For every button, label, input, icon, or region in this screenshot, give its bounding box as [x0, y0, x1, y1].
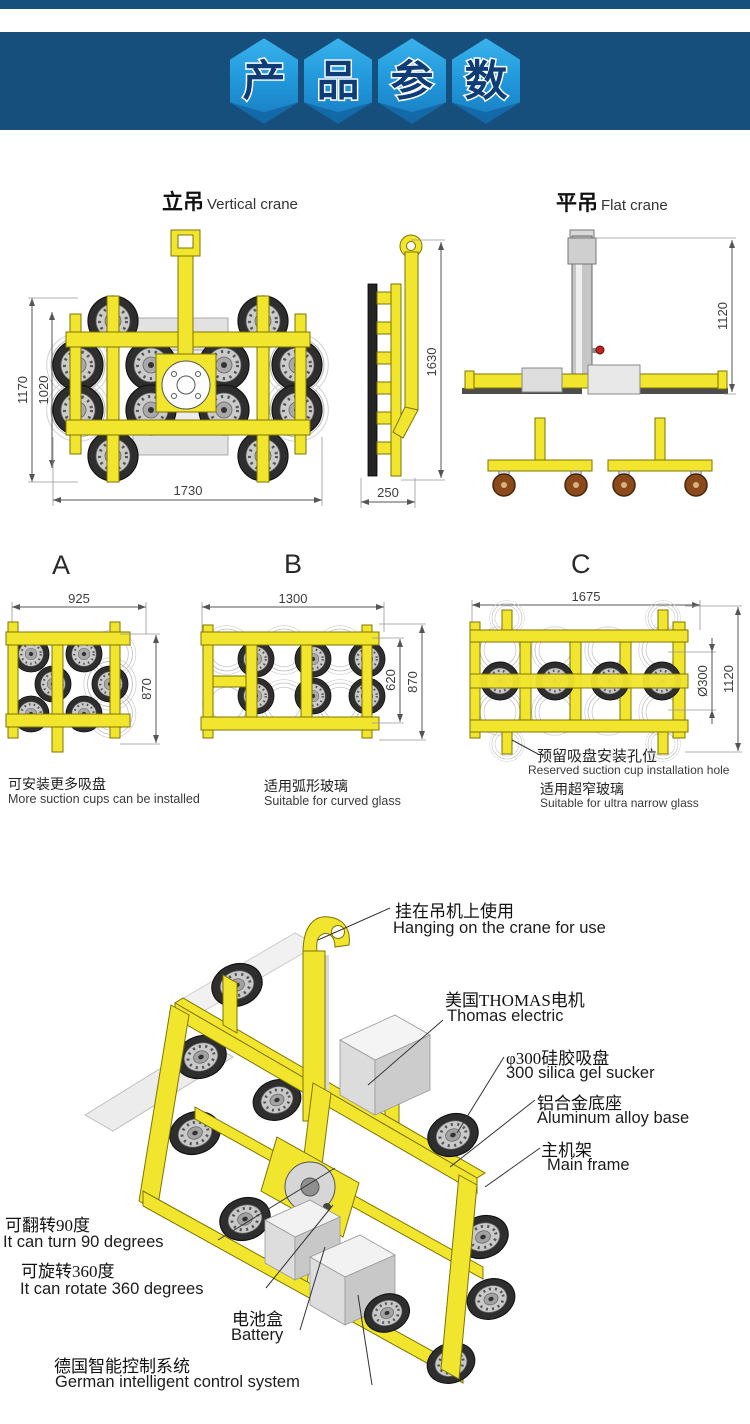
- dim-flat-height: 1120: [596, 237, 736, 395]
- dim-label-925: 925: [68, 591, 90, 606]
- dim-label-1020: 1020: [36, 376, 51, 405]
- badge-char: 品: [317, 58, 360, 106]
- variant-c-letter: C: [571, 549, 592, 579]
- badge-char: 产: [243, 58, 286, 106]
- battery-box: [264, 1199, 341, 1281]
- callout-hanging-en: Hanging on the crane for use: [393, 919, 606, 937]
- callout-mainframe-en: Main frame: [547, 1156, 630, 1174]
- dim-c-width: 1675: [471, 589, 701, 630]
- dim-label-1630: 1630: [424, 348, 439, 377]
- hexagon-badge: 参: [377, 38, 447, 124]
- yellow-frame: [5, 621, 131, 753]
- callout-sucker-en: 300 silica gel sucker: [506, 1064, 655, 1082]
- callout-control-en: German intelligent control system: [55, 1373, 300, 1391]
- mid-rail: [469, 673, 689, 689]
- hexagon-badge: 数: [451, 38, 521, 124]
- top-strip: [0, 0, 750, 9]
- flat-crane-title-en: Flat crane: [601, 197, 668, 214]
- hexagon-badge: 品: [303, 38, 373, 124]
- callout-leader-lines: [217, 907, 541, 1386]
- callout-motor-zh: 美国THOMAS电机: [445, 991, 585, 1010]
- dim-c-height: 1120: [685, 605, 742, 753]
- motor-box: [339, 1014, 431, 1116]
- callout-motor-en: Thomas electric: [447, 1007, 564, 1025]
- variant-a-caption-zh: 可安装更多吸盘: [8, 778, 106, 793]
- dim-side-height: 1630: [401, 239, 445, 481]
- flat-crane-drawing: 1120: [462, 229, 736, 497]
- dim-outer-height: 1170: [15, 297, 78, 483]
- dim-b-width: 1300: [201, 591, 385, 632]
- trolley-stand: [487, 417, 593, 497]
- dim-label-250: 250: [377, 485, 399, 500]
- dim-b-inner-height: 620: [372, 637, 404, 724]
- vertical-crane-side-view-drawing: 1630 250: [360, 234, 445, 508]
- variant-a-drawing: 925 870: [5, 591, 160, 753]
- dim-width: 1730: [52, 437, 323, 506]
- dim-inner-height: 1020: [36, 312, 55, 468]
- dim-label-620: 620: [383, 669, 398, 691]
- right-post: [440, 1174, 478, 1380]
- variant-b-letter: B: [284, 549, 304, 579]
- variant-b-caption-zh: 适用弧形玻璃: [264, 780, 348, 795]
- dim-label-870b: 870: [405, 671, 420, 693]
- dim-label-870: 870: [139, 678, 154, 700]
- flat-crane-title-zh: 平吊: [556, 191, 598, 215]
- callout-rotate360-zh: 可旋转360度: [21, 1262, 115, 1281]
- dim-label-1300: 1300: [279, 591, 308, 606]
- vertical-crane-front-view-drawing: 1170 1020 1730: [15, 229, 329, 506]
- dim-b-height: 870: [379, 623, 426, 741]
- variant-a-caption-en: More suction cups can be installed: [8, 792, 200, 806]
- callout-base-zh: 铝合金底座: [537, 1094, 622, 1113]
- dim-label-1675: 1675: [572, 589, 601, 604]
- callout-sucker-zh: φ300硅胶吸盘: [506, 1049, 610, 1068]
- variant-b-caption-en: Suitable for curved glass: [264, 794, 401, 808]
- product-parameters-banner: 产 品 参 数: [0, 32, 750, 130]
- side-suction-mounts: [376, 283, 402, 477]
- yellow-frame: [200, 624, 380, 739]
- dim-label-1730: 1730: [174, 483, 203, 498]
- trolley-stand: [607, 417, 713, 497]
- hook-arm: [302, 916, 350, 1122]
- vertical-crane-title-zh: 立吊: [162, 190, 204, 214]
- flat-crane-mast: [567, 229, 605, 377]
- dim-label-1120c: 1120: [721, 665, 736, 693]
- variant-c-caption-zh: 适用超窄玻璃: [540, 783, 624, 798]
- variant-c-note-en: Reserved suction cup installation hole: [528, 763, 730, 777]
- callout-hanging-zh: 挂在吊机上使用: [395, 902, 514, 921]
- dim-side-depth: 250: [360, 478, 416, 508]
- variant-c-caption-en: Suitable for ultra narrow glass: [540, 796, 699, 810]
- callout-battery-zh: 电池盒: [232, 1310, 283, 1329]
- dim-label-300: Ø300: [695, 665, 710, 697]
- dim-a-width: 925: [11, 591, 147, 634]
- variant-a-letter: A: [52, 550, 72, 580]
- variant-b-drawing: 1300 620 870: [200, 591, 426, 741]
- battery-box: [309, 1234, 396, 1326]
- vertical-crane-title-en: Vertical crane: [207, 196, 298, 213]
- callout-battery-en: Battery: [231, 1326, 284, 1344]
- side-hook-arm: [392, 234, 423, 439]
- variant-c-note-zh: 预留吸盘安装孔位: [537, 749, 658, 765]
- callout-turn90-zh: 可翻转90度: [5, 1216, 90, 1235]
- badge-char: 数: [465, 58, 508, 106]
- hexagon-badge: 产: [229, 38, 299, 124]
- callout-rotate360-en: It can rotate 360 degrees: [20, 1280, 204, 1298]
- dim-c-cup-diameter: Ø300: [668, 638, 716, 724]
- variant-c-drawing: 1675: [469, 589, 742, 762]
- isometric-machine-drawing: [84, 907, 541, 1392]
- callout-turn90-en: It can turn 90 degrees: [3, 1233, 164, 1251]
- dim-label-1120: 1120: [715, 302, 730, 330]
- pivot-assembly: [260, 1136, 360, 1238]
- center-flange: [161, 360, 211, 410]
- dim-a-height: 870: [120, 633, 160, 745]
- dim-label-1170: 1170: [15, 376, 30, 404]
- flat-crane-beam: [462, 364, 728, 395]
- callout-control-zh: 德国智能控制系统: [54, 1357, 190, 1376]
- callout-mainframe-zh: 主机架: [541, 1141, 592, 1160]
- note-leader-line: [511, 739, 539, 755]
- badge-char: 参: [391, 58, 434, 106]
- callout-base-en: Aluminum alloy base: [537, 1109, 690, 1127]
